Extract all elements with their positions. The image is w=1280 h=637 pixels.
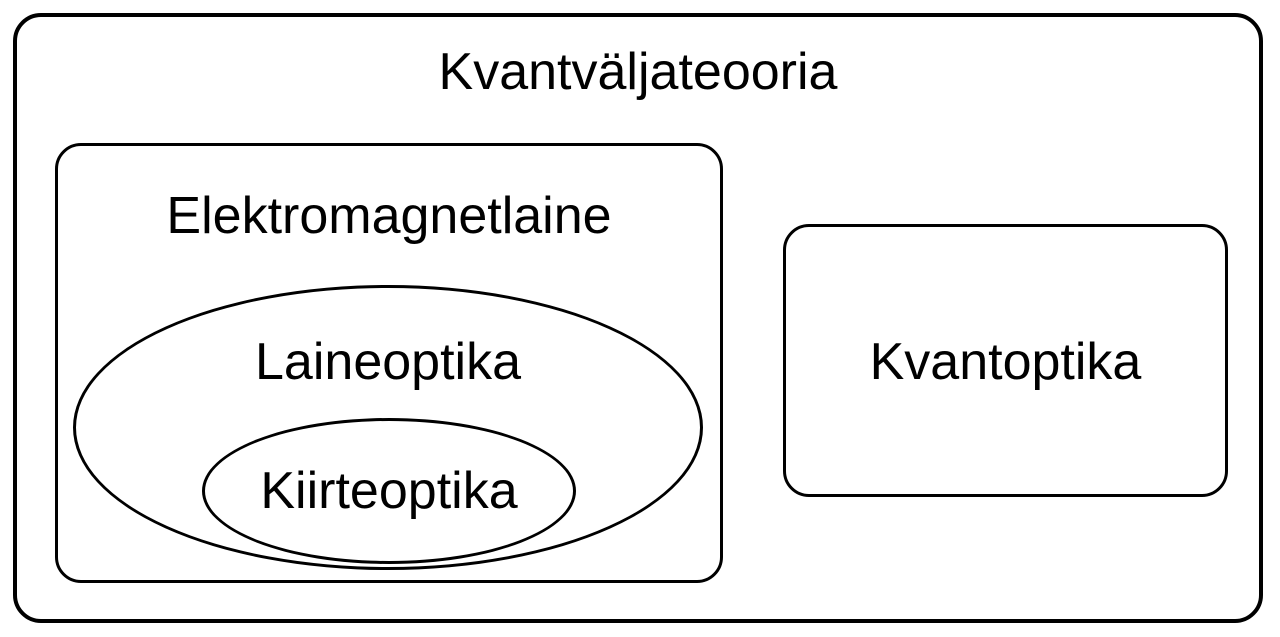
elektromagnetlaine-label: Elektromagnetlaine bbox=[166, 187, 612, 245]
laineoptika-ellipse: Laineoptika bbox=[73, 285, 703, 570]
kvantoptika-label: Kvantoptika bbox=[869, 333, 1142, 391]
kvantvaljateooria-label: Kvantväljateooria bbox=[438, 43, 838, 101]
kvantoptika-container: Kvantoptika bbox=[783, 224, 1228, 497]
laineoptika-label: Laineoptika bbox=[255, 333, 521, 391]
elektromagnetlaine-container: Elektromagnetlaine bbox=[55, 143, 723, 583]
kiirteoptika-label: Kiirteoptika bbox=[260, 462, 518, 520]
kiirteoptika-ellipse: Kiirteoptika bbox=[202, 418, 576, 564]
kvantvaljateooria-container: Kvantväljateooria bbox=[13, 13, 1263, 623]
